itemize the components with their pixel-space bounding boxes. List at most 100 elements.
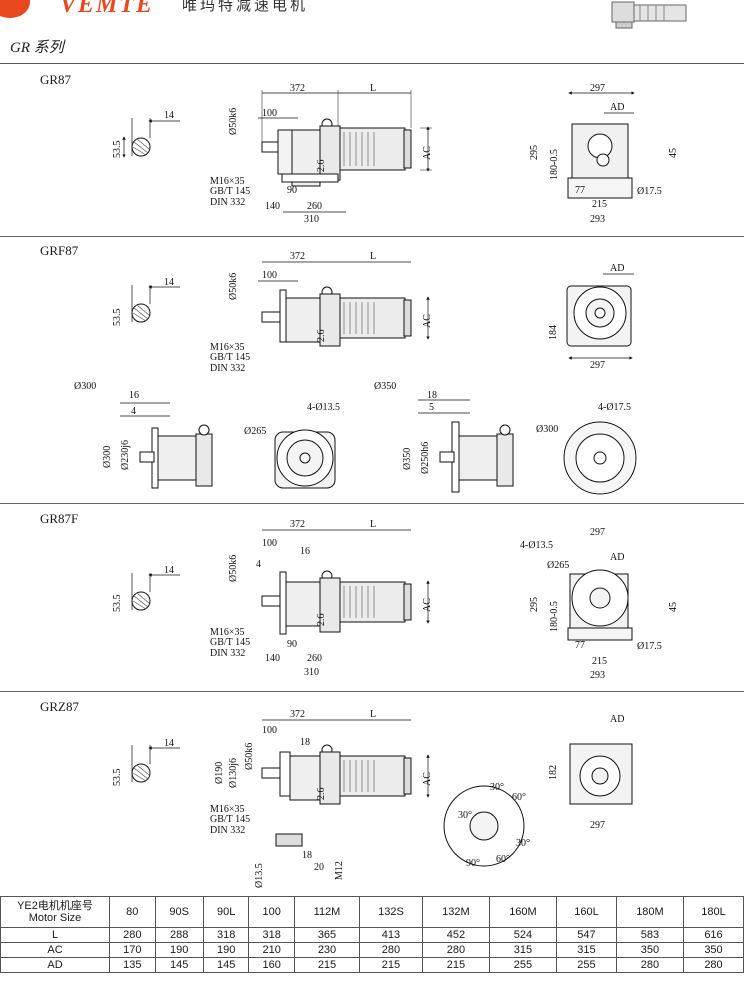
grf87-flange-350: Ø350 18 5 Ø350 Ø250h6	[374, 381, 514, 493]
dim-text: 60°	[512, 792, 526, 803]
dim-text: 4	[131, 406, 136, 417]
table-cell: 280	[109, 927, 156, 943]
size-cell: 90S	[154, 896, 204, 928]
table-cell: 288	[154, 927, 204, 943]
dim-text: 260	[307, 201, 322, 212]
dim-text: M16×35	[210, 176, 245, 187]
table-cell: 280	[359, 942, 423, 958]
dim-text: 14	[164, 277, 174, 288]
dim-text: 30°	[516, 838, 530, 849]
technical-drawing: 14 53.5 372 L 100 Ø50k6 2.6 AC M16×35 GB…	[74, 83, 679, 888]
section-divider	[0, 691, 744, 692]
size-cell: 180L	[683, 896, 744, 928]
dim-text: 90	[287, 639, 297, 650]
size-cell: 100	[248, 896, 295, 928]
table-cell: 452	[421, 927, 490, 943]
table-cell: 210	[248, 942, 295, 958]
dim-text: 53.5	[112, 595, 123, 613]
grz87-flange-hole-pattern: 30° 30° 60° 90° 60° 30°	[443, 782, 530, 869]
table-cell: 315	[556, 942, 617, 958]
dim-text: 2.6	[316, 160, 327, 173]
dim-text: Ø250h6	[420, 442, 431, 474]
gr87-shaft-section: 14 53.5	[112, 110, 180, 158]
dim-text: 293	[590, 670, 605, 681]
table-cell: 215	[421, 957, 490, 973]
gr87-side-view: 372 L 100 Ø50k6 2.6 AC M16×35 GB/T 145 D…	[210, 83, 433, 225]
dim-text: 14	[164, 738, 174, 749]
table-cell: 160	[248, 957, 295, 973]
dim-text: 53.5	[112, 141, 123, 159]
table-row: AC 170 190 190 210 230 280 280 315 315 3…	[0, 942, 744, 958]
dim-text: 2.6	[316, 788, 327, 801]
dim-text: 295	[529, 597, 540, 612]
dim-text: 14	[164, 110, 174, 121]
section-label-grf87: GRF87	[40, 243, 79, 258]
dim-text: 215	[592, 656, 607, 667]
dim-text: 100	[262, 270, 277, 281]
dim-text: Ø17.5	[637, 186, 662, 197]
table-cell: 145	[154, 957, 204, 973]
grz87-end-view: AD 182 297	[548, 714, 633, 831]
dim-text: 77	[575, 185, 585, 196]
dim-text: 293	[590, 214, 605, 225]
dim-text: M12	[334, 861, 345, 880]
dim-text: Ø265	[547, 560, 569, 571]
dim-text: GB/T 145	[210, 814, 250, 825]
dim-text: 260	[307, 653, 322, 664]
table-cell: 350	[683, 942, 744, 958]
dim-text: 297	[590, 527, 605, 538]
brand-logo-icon	[0, 0, 30, 18]
dim-text: 4-Ø13.5	[520, 540, 553, 551]
brand-logo-text: VEMTE	[60, 0, 155, 18]
dim-text: 60°	[496, 854, 510, 865]
dim-text: Ø17.5	[637, 641, 662, 652]
dim-text: 100	[262, 108, 277, 119]
motor-size-table: YE2电机机座号 Motor Size 80 90S 90L 100 112M …	[0, 896, 744, 973]
table-row: AD 135 145 145 160 215 215 215 255 255 2…	[0, 957, 744, 973]
dim-text: 20	[314, 862, 324, 873]
table-cell: 170	[109, 942, 156, 958]
table-cell: 365	[293, 927, 361, 943]
table-cell: 255	[488, 957, 558, 973]
dim-text: AC	[422, 146, 433, 160]
dim-text: Ø13.5	[254, 863, 265, 888]
dim-text: 18	[300, 737, 310, 748]
dim-text: M16×35	[210, 627, 245, 638]
table-cell: 280	[615, 957, 685, 973]
company-name: 唯玛特减速电机	[182, 0, 309, 14]
table-cell: 145	[202, 957, 250, 973]
table-header-cell: YE2电机机座号 Motor Size	[0, 896, 110, 928]
dim-text: Ø50k6	[228, 273, 239, 300]
dim-text: 53.5	[112, 769, 123, 787]
table-cell: 190	[202, 942, 250, 958]
header-en: Motor Size	[28, 912, 82, 924]
table-cell: 318	[248, 927, 295, 943]
dim-text: Ø350	[374, 381, 396, 392]
grf87-flange-350-end: 4-Ø17.5 Ø300	[536, 402, 637, 495]
dim-text: 297	[590, 820, 605, 831]
grf87-flange-300-end: 4-Ø13.5 Ø265	[244, 402, 340, 489]
dim-text: Ø350	[402, 448, 413, 470]
size-cell: 132S	[359, 896, 423, 928]
dim-text: Ø50k6	[228, 108, 239, 135]
dim-text: 295	[529, 145, 540, 160]
dim-text: 2.6	[316, 614, 327, 627]
dim-text: 4-Ø13.5	[307, 402, 340, 413]
size-cell: 132M	[421, 896, 490, 928]
section-label-grz87: GRZ87	[40, 699, 79, 714]
dim-text: 372	[290, 251, 305, 262]
dim-text: DIN 332	[210, 197, 245, 208]
dim-text: L	[370, 251, 376, 262]
table-cell: 350	[615, 942, 685, 958]
dim-text: AC	[422, 598, 433, 612]
dim-text: Ø50k6	[244, 743, 255, 770]
size-cell: 112M	[293, 896, 361, 928]
table-cell: 616	[683, 927, 744, 943]
size-cell: 90L	[202, 896, 250, 928]
dim-text: 14	[164, 565, 174, 576]
table-cell: 583	[615, 927, 685, 943]
dim-text: 90	[287, 185, 297, 196]
dim-text: 180-0.5	[549, 601, 560, 632]
section-divider	[0, 503, 744, 504]
dim-text: 2.6	[316, 330, 327, 343]
